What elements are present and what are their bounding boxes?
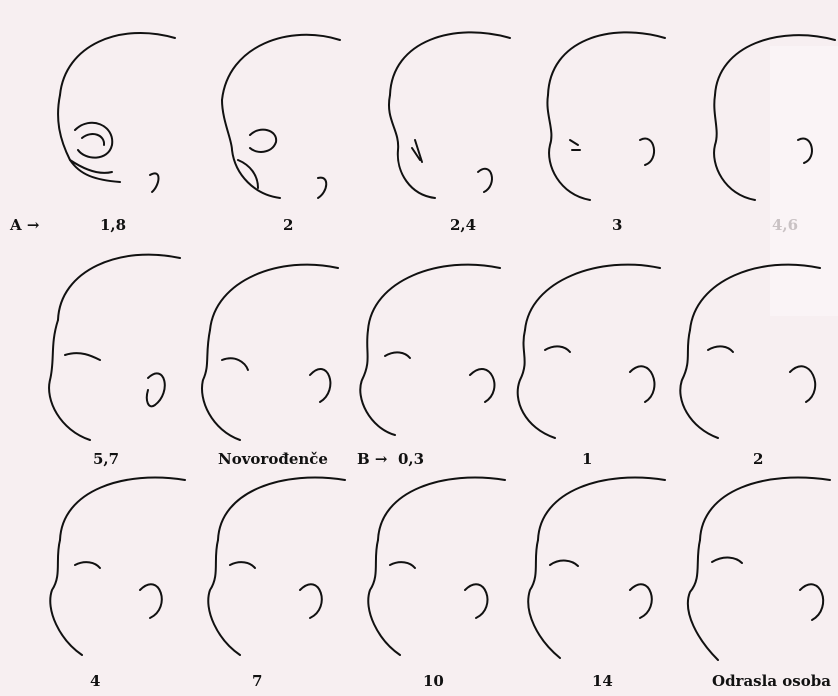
age-label: 4,6: [772, 218, 798, 233]
head-profile-14: [528, 478, 665, 659]
age-label: 1,8: [100, 218, 126, 233]
age-label: 10: [423, 674, 444, 689]
newborn-label: Novorođenče: [218, 452, 328, 467]
age-label: 5,7: [93, 452, 119, 467]
age-label: 2: [283, 218, 293, 233]
adult-label: Odrasla osoba: [712, 674, 831, 689]
head-profile-4: [50, 478, 185, 656]
head-profile-1: [518, 265, 660, 438]
head-profile-5-7: [49, 255, 180, 440]
age-label: 7: [252, 674, 262, 689]
head-profile-2-years: [680, 265, 820, 438]
head-profile-2: [222, 35, 340, 198]
head-profile-newborn: [202, 265, 338, 440]
head-profile-3: [547, 32, 665, 200]
head-profile-10: [368, 478, 505, 656]
head-profile-4-6: [714, 35, 835, 200]
age-label: 3: [612, 218, 622, 233]
age-label: 14: [592, 674, 613, 689]
head-profile-1-8: [58, 33, 175, 192]
age-label: 4: [90, 674, 100, 689]
age-label: 0,3: [398, 452, 424, 467]
age-label: 2,4: [450, 218, 476, 233]
age-label: 2: [753, 452, 763, 467]
head-profile-adult: [688, 478, 830, 661]
head-profile-0-3: [360, 265, 500, 435]
head-profile-7: [208, 478, 345, 656]
age-label: 1: [582, 452, 592, 467]
head-profile-2-4: [389, 32, 510, 198]
series-b-marker: B →: [357, 452, 387, 467]
series-a-marker: A →: [10, 218, 39, 233]
